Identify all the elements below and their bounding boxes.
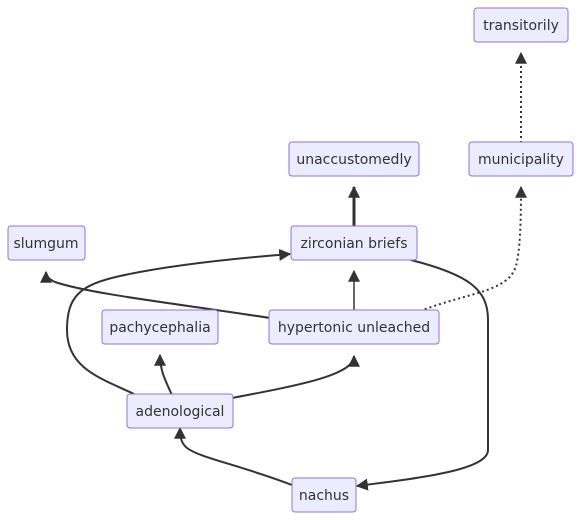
node-label-municipality: municipality	[478, 152, 564, 168]
edge-adenological-to-hypertonic-unleached	[231, 354, 360, 399]
edge-nachus-to-adenological	[174, 426, 293, 486]
node-pachycephalia[interactable]: pachycephalia	[101, 309, 219, 345]
node-label-hypertonic-unleached: hypertonic unleached	[278, 320, 430, 336]
node-label-zirconian-briefs: zirconian briefs	[301, 236, 408, 252]
node-municipality[interactable]: municipality	[468, 141, 574, 177]
node-zirconian-briefs[interactable]: zirconian briefs	[290, 225, 418, 261]
edge-zirconian-briefs-to-nachus	[355, 259, 489, 491]
edge-adenological-to-zirconian-briefs	[65, 248, 292, 395]
node-label-slumgum: slumgum	[13, 236, 78, 252]
node-adenological[interactable]: adenological	[126, 393, 234, 429]
edge-hypertonic-unleached-to-slumgum	[40, 270, 271, 319]
node-nachus[interactable]: nachus	[291, 477, 357, 513]
edges	[40, 51, 527, 491]
node-hypertonic-unleached[interactable]: hypertonic unleached	[268, 309, 440, 345]
edge-hypertonic-unleached-to-municipality	[419, 185, 527, 312]
edge-adenological-to-pachycephalia	[154, 353, 173, 396]
nodes: transitorily unaccustomedly municipality…	[7, 7, 574, 513]
node-transitorily[interactable]: transitorily	[473, 7, 569, 43]
node-slumgum[interactable]: slumgum	[7, 225, 86, 261]
node-label-pachycephalia: pachycephalia	[109, 320, 210, 336]
node-label-transitorily: transitorily	[483, 18, 559, 34]
node-label-adenological: adenological	[136, 404, 225, 420]
node-label-nachus: nachus	[299, 488, 349, 504]
node-label-unaccustomedly: unaccustomedly	[296, 152, 411, 168]
node-unaccustomedly[interactable]: unaccustomedly	[288, 141, 420, 177]
